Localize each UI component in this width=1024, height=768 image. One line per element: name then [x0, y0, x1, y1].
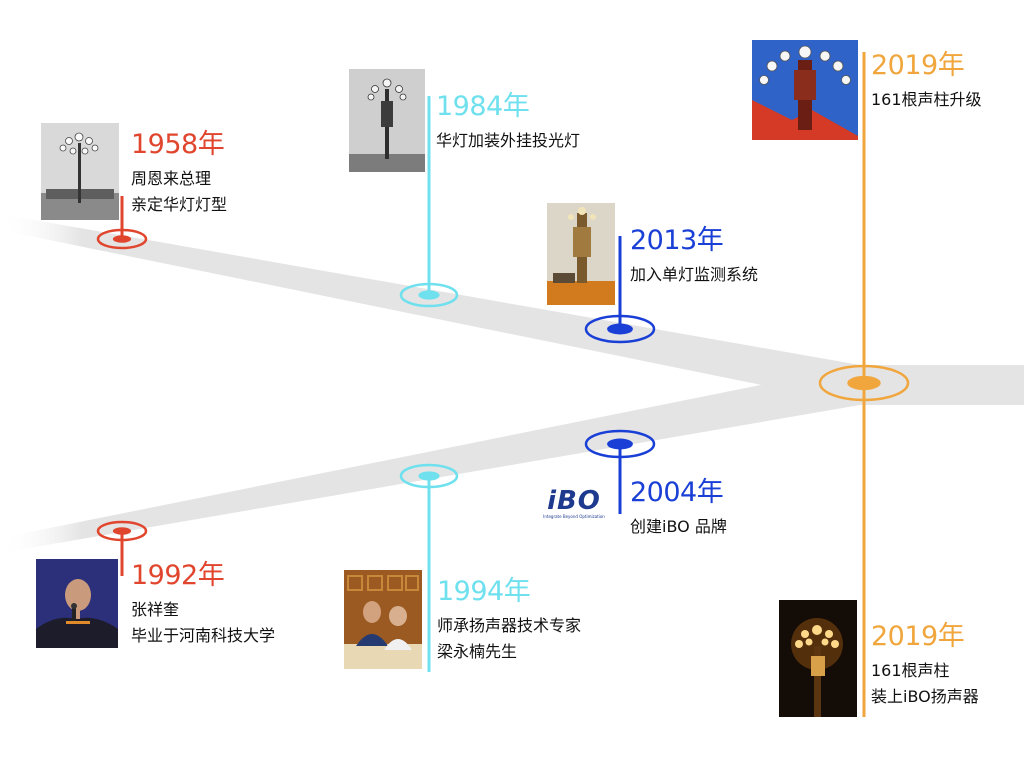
- marker-ring-1958: [96, 228, 148, 250]
- photo-2019-lamp-top: [752, 40, 858, 140]
- description-line: 装上iBO扬声器: [871, 687, 979, 706]
- photo-1984-lamp: [349, 69, 425, 172]
- year-label: 1994年: [437, 576, 531, 607]
- ibo-logo: iBO Integrate Beyond Optimization: [535, 486, 613, 520]
- description-line: 加入单灯监测系统: [630, 265, 759, 284]
- marker-dot-1992: [112, 527, 132, 535]
- year-label: 2019年: [871, 50, 965, 81]
- milestone-2013: 2013年 加入单灯监测系统: [630, 225, 758, 288]
- upper-band: [0, 214, 1024, 405]
- description-line: 张祥奎: [131, 600, 180, 619]
- description-line: 161根声柱升级: [871, 90, 982, 109]
- description-line: 161根声柱: [871, 661, 950, 680]
- marker-ring-1984: [399, 282, 459, 308]
- marker-dot-1994: [418, 471, 440, 481]
- photo-2013-lamp: [547, 203, 615, 305]
- milestone-1958: 1958年 周恩来总理 亲定华灯灯型: [131, 129, 227, 218]
- year-label: 2019年: [871, 621, 965, 652]
- milestone-2004: 2004年 创建iBO 品牌: [630, 477, 727, 540]
- marker-ring-2013: [584, 314, 656, 344]
- year-label: 2013年: [630, 225, 724, 256]
- milestone-1994: 1994年 师承扬声器技术专家 梁永楠先生: [437, 576, 581, 665]
- marker-ring-1992: [96, 520, 148, 542]
- photo-1958-lamp: [41, 123, 119, 220]
- milestone-2019a: 2019年 161根声柱升级: [871, 50, 982, 113]
- marker-ring-2019a: [818, 364, 910, 402]
- marker-dot-2019a: [847, 375, 881, 391]
- description-line: 毕业于河南科技大学: [131, 626, 276, 645]
- year-label: 1984年: [436, 91, 530, 122]
- milestone-1984: 1984年 华灯加装外挂投光灯: [436, 91, 580, 154]
- marker-dot-1984: [418, 290, 440, 300]
- description-line: 创建iBO 品牌: [630, 517, 727, 536]
- description-line: 亲定华灯灯型: [131, 195, 228, 214]
- marker-ring-2004: [584, 429, 656, 459]
- year-label: 1958年: [131, 129, 225, 160]
- year-label: 1992年: [131, 560, 225, 591]
- description-line: 华灯加装外挂投光灯: [436, 131, 581, 150]
- description-line: 梁永楠先生: [437, 642, 518, 661]
- marker-ring-1994: [399, 463, 459, 489]
- ibo-logo-tagline: Integrate Beyond Optimization: [543, 514, 605, 519]
- marker-dot-2004: [607, 438, 633, 450]
- ibo-logo-wordmark: iBO: [547, 486, 601, 516]
- photo-1992-portrait: [36, 559, 118, 648]
- milestone-2019b: 2019年 161根声柱 装上iBO扬声器: [871, 621, 979, 710]
- year-label: 2004年: [630, 477, 724, 508]
- lower-band: [0, 365, 1024, 553]
- description-line: 师承扬声器技术专家: [437, 616, 582, 635]
- marker-dot-2013: [607, 323, 633, 335]
- description-line: 周恩来总理: [131, 169, 212, 188]
- marker-dot-1958: [112, 235, 132, 243]
- milestone-1992: 1992年 张祥奎 毕业于河南科技大学: [131, 560, 275, 649]
- photo-1994-mentor: [344, 570, 422, 669]
- photo-2019-lamp-night: [779, 600, 857, 717]
